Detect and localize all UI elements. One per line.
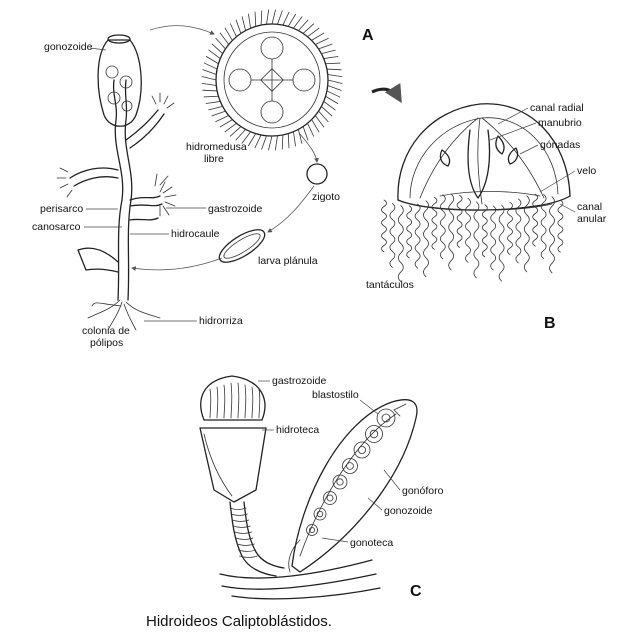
label-anular: anular	[577, 213, 607, 225]
medusa-bell-drawing	[381, 103, 571, 282]
label-manubrio: manubrio	[538, 117, 582, 129]
label-canosarco: canosarco	[32, 221, 81, 233]
gastrozoide-ribs	[209, 382, 261, 419]
label-gonozoide: gonozoide	[44, 41, 93, 53]
cycle-arrow	[131, 257, 223, 271]
hydromedusa-drawing	[201, 9, 343, 151]
label-canal: canal	[577, 201, 602, 213]
label-hidroteca: hidroteca	[276, 424, 319, 436]
stalk-rings	[229, 507, 258, 558]
label-hidrocaule: hidrocaule	[171, 228, 220, 240]
label-canal-radial: canal radial	[530, 102, 584, 114]
panel-label-b: B	[544, 315, 556, 332]
cycle-arrow	[299, 133, 319, 163]
cycle-arrow	[267, 185, 315, 233]
label-blastostilo: blastostilo	[312, 389, 359, 401]
label-colonia-de: colonia de	[82, 325, 130, 337]
calyptoblastic-hydroid-drawing	[199, 375, 418, 600]
label-gonozoide-c: gonozoide	[384, 505, 433, 517]
zygote-drawing	[306, 163, 328, 185]
panel-label-a: A	[362, 27, 374, 44]
gonophores	[306, 408, 396, 536]
label-gonadas: gónadas	[540, 139, 580, 151]
label-libre: libre	[204, 153, 224, 165]
figure-caption: Hidroideos Caliptoblástidos.	[146, 613, 332, 630]
label-gastrozoide-a: gastrozoide	[208, 203, 262, 215]
label-gonoforo: gonóforo	[402, 485, 444, 497]
label-zigoto: zigoto	[312, 191, 340, 203]
label-hidrorriza: hidrorriza	[199, 315, 243, 327]
label-hidromedusa: hidromedusa	[186, 141, 247, 153]
label-gonoteca: gonoteca	[350, 537, 393, 549]
label-larva-planula: larva plánula	[258, 255, 318, 267]
polyp-colony-drawing	[56, 34, 177, 331]
panel-label-c: C	[410, 583, 422, 600]
label-tentaculos: tantáculos	[366, 279, 414, 291]
planula-larva-drawing	[218, 229, 266, 263]
label-gastrozoide-c: gastrozoide	[272, 375, 326, 387]
label-velo: velo	[577, 165, 596, 177]
label-perisarco: perisarco	[40, 203, 83, 215]
medusa-tentacles	[201, 9, 343, 151]
bell-tentacles	[381, 193, 564, 282]
cycle-arrow	[149, 25, 215, 35]
panel-arrow	[371, 83, 402, 104]
label-polipos: pólipos	[90, 337, 123, 349]
